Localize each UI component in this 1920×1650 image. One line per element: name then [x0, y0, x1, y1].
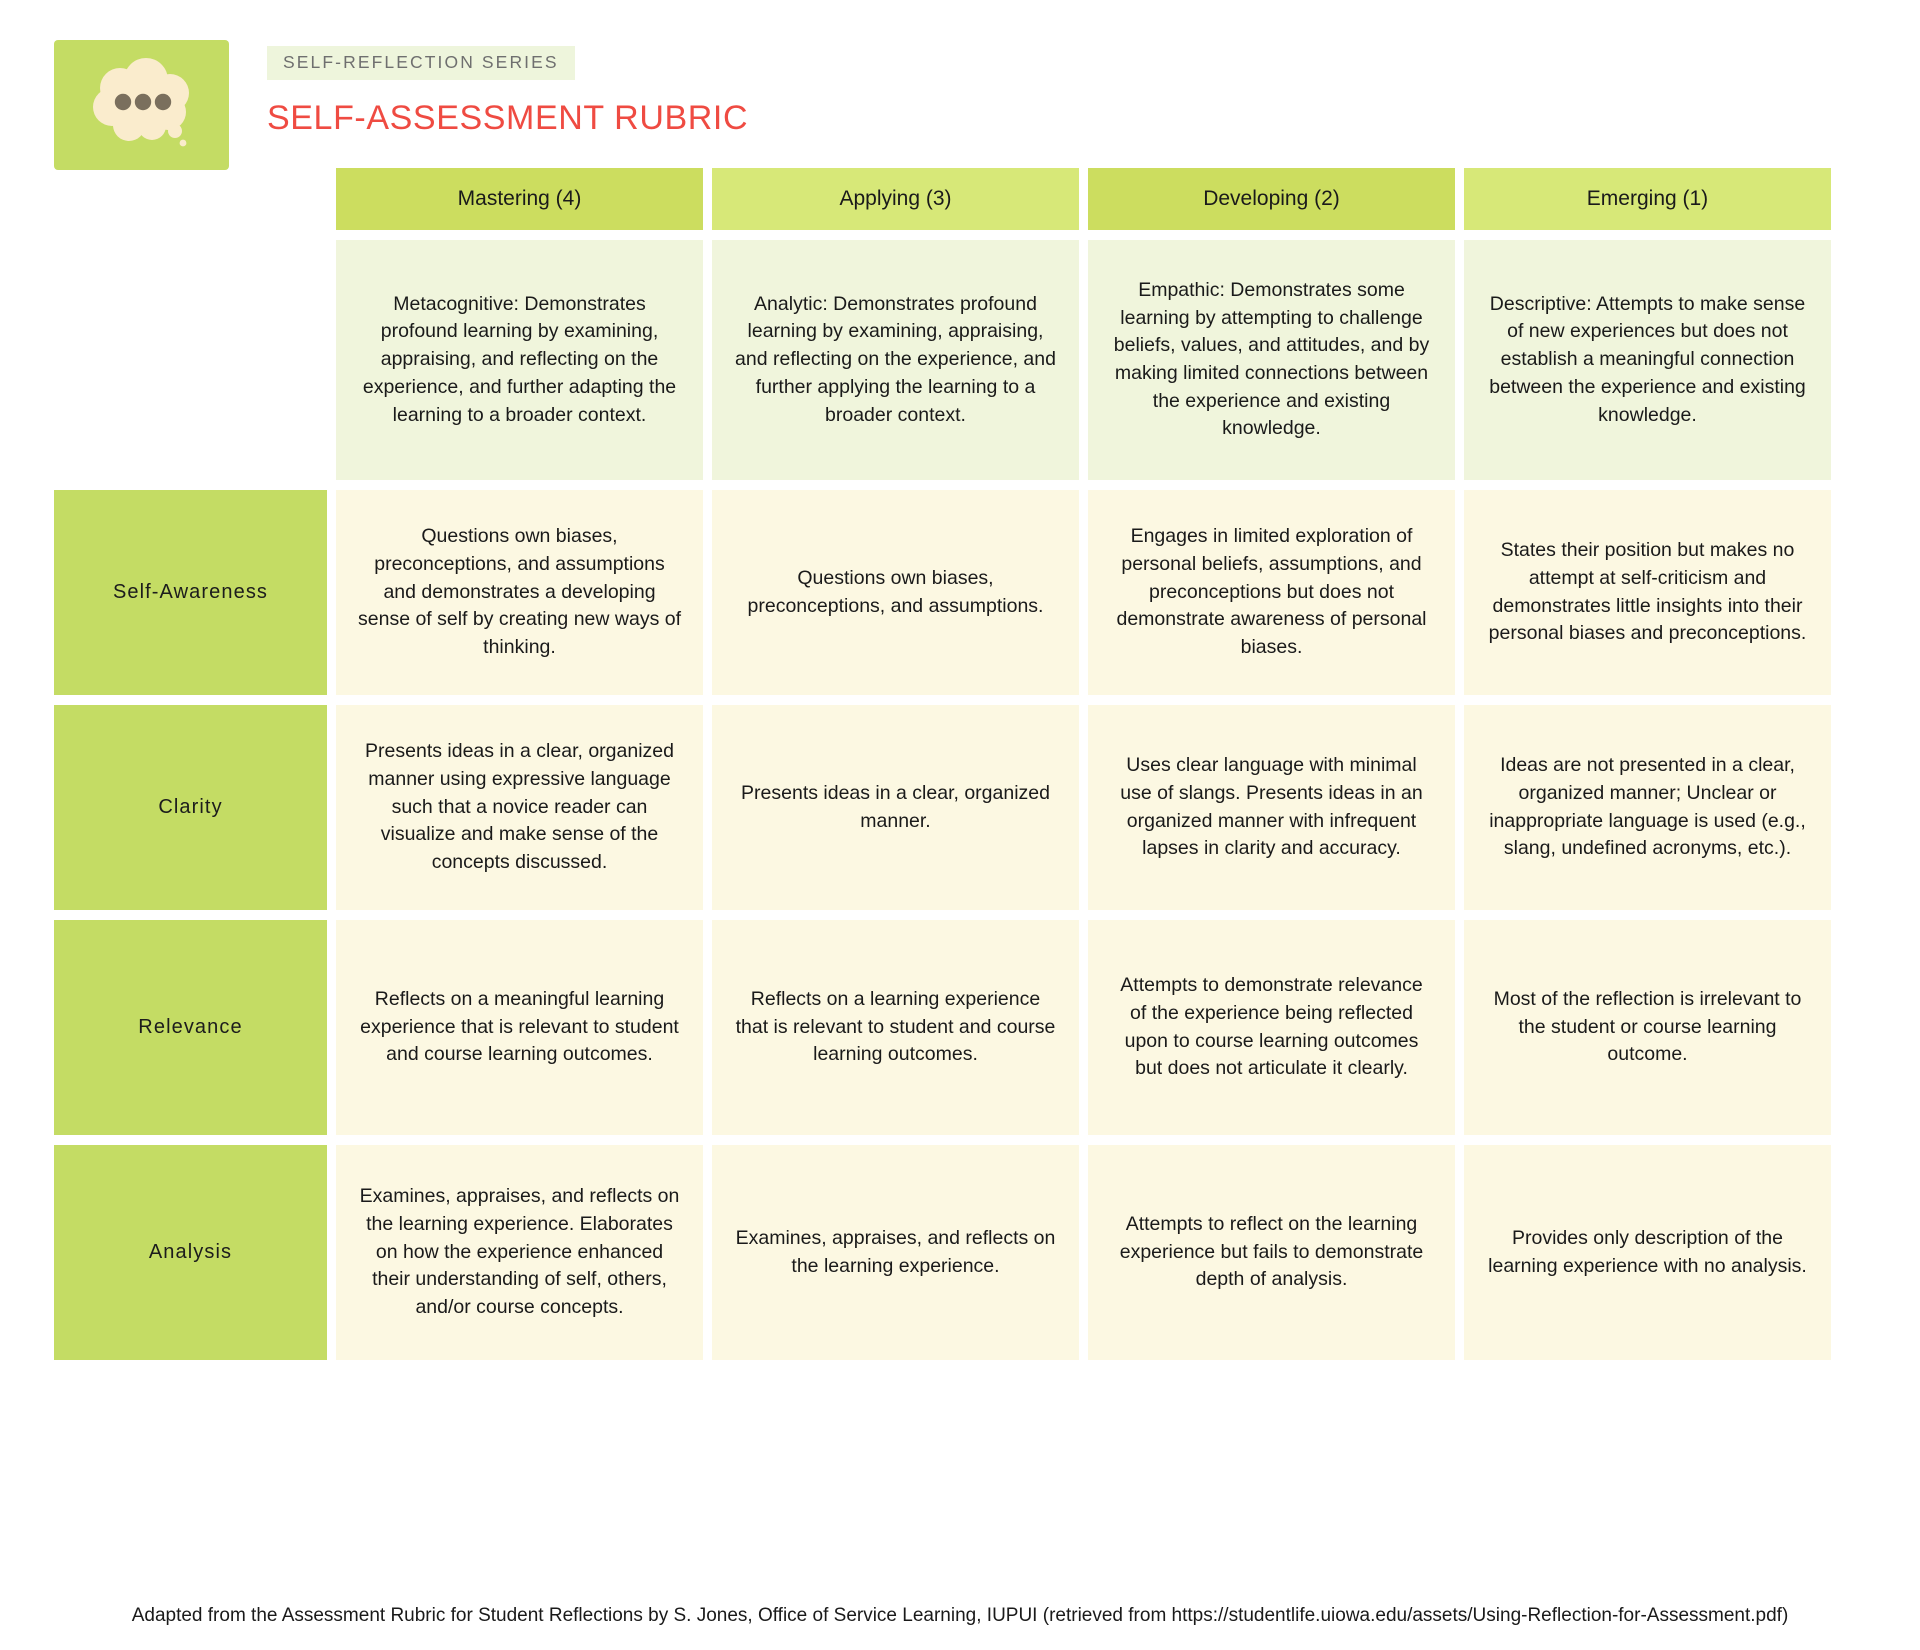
rubric-cell-r4-c1: Reflects on a meaningful learning experi… — [336, 920, 703, 1135]
rubric-cell-r2-c1: Questions own biases, preconceptions, an… — [336, 490, 703, 695]
rubric-cell-r1-c3: Empathic: Demonstrates some learning by … — [1088, 240, 1455, 480]
rubric-cell-r5-c2: Examines, appraises, and reflects on the… — [712, 1145, 1079, 1360]
rubric-cell-r2-c3: Engages in limited exploration of person… — [1088, 490, 1455, 695]
rubric-cell-r2-c4: States their position but makes no attem… — [1464, 490, 1831, 695]
rubric-cell-r3-c2: Presents ideas in a clear, organized man… — [712, 705, 1079, 910]
row-label-spacer — [54, 240, 327, 480]
row-label-5: Analysis — [54, 1145, 327, 1360]
rubric-cell-r3-c4: Ideas are not presented in a clear, orga… — [1464, 705, 1831, 910]
column-header-3: Developing (2) — [1088, 168, 1455, 230]
page-header: SELF-REFLECTION SERIES SELF-ASSESSMENT R… — [54, 40, 1866, 170]
rubric-cell-r4-c4: Most of the reflection is irrelevant to … — [1464, 920, 1831, 1135]
row-label-3: Clarity — [54, 705, 327, 910]
column-header-4: Emerging (1) — [1464, 168, 1831, 230]
column-header-1: Mastering (4) — [336, 168, 703, 230]
rubric-cell-r3-c1: Presents ideas in a clear, organized man… — [336, 705, 703, 910]
rubric-cell-r1-c1: Metacognitive: Demonstrates profound lea… — [336, 240, 703, 480]
rubric-grid: Mastering (4)Applying (3)Developing (2)E… — [54, 168, 1866, 1360]
thought-bubble-icon — [82, 55, 202, 155]
rubric-cell-r5-c4: Provides only description of the learnin… — [1464, 1145, 1831, 1360]
rubric-cell-r5-c3: Attempts to reflect on the learning expe… — [1088, 1145, 1455, 1360]
column-header-2: Applying (3) — [712, 168, 1079, 230]
logo-tile — [54, 40, 229, 170]
row-label-2: Self-Awareness — [54, 490, 327, 695]
rubric-cell-r3-c3: Uses clear language with minimal use of … — [1088, 705, 1455, 910]
source-attribution: Adapted from the Assessment Rubric for S… — [131, 1605, 1789, 1626]
page-title: SELF-ASSESSMENT RUBRIC — [267, 98, 749, 137]
rubric-cell-r2-c2: Questions own biases, preconceptions, an… — [712, 490, 1079, 695]
series-eyebrow: SELF-REFLECTION SERIES — [267, 46, 575, 80]
rubric-cell-r4-c3: Attempts to demonstrate relevance of the… — [1088, 920, 1455, 1135]
rubric-cell-r1-c4: Descriptive: Attempts to make sense of n… — [1464, 240, 1831, 480]
header-text-block: SELF-REFLECTION SERIES SELF-ASSESSMENT R… — [267, 40, 748, 138]
rubric-cell-r4-c2: Reflects on a learning experience that i… — [712, 920, 1079, 1135]
rubric-cell-r1-c2: Analytic: Demonstrates profound learning… — [712, 240, 1079, 480]
grid-corner-spacer — [54, 168, 327, 230]
row-label-4: Relevance — [54, 920, 327, 1135]
rubric-cell-r5-c1: Examines, appraises, and reflects on the… — [336, 1145, 703, 1360]
